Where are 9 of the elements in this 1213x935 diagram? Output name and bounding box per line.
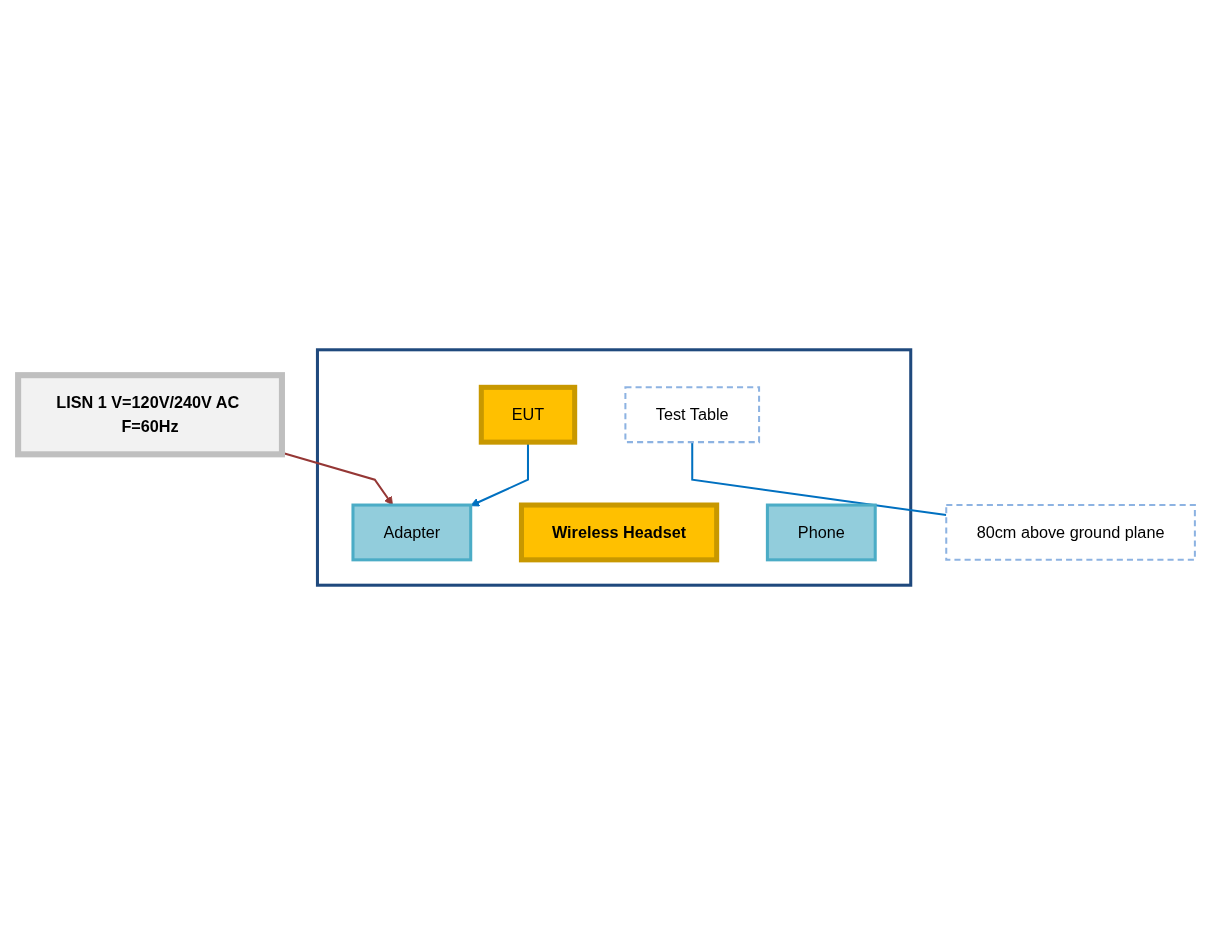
cluster: [315, 348, 913, 587]
connector: [691, 442, 947, 517]
node-box: 80cm above ground plane: [945, 504, 1196, 561]
node-box: Wireless Headset: [518, 502, 720, 563]
node-box: Phone: [765, 503, 877, 562]
node-box: LISN 1 V=120V/240V AC F=60Hz: [15, 372, 285, 458]
node-box: Test Table: [624, 386, 761, 444]
node-box: Adapter: [351, 503, 473, 562]
node-box: EUT: [478, 384, 578, 445]
